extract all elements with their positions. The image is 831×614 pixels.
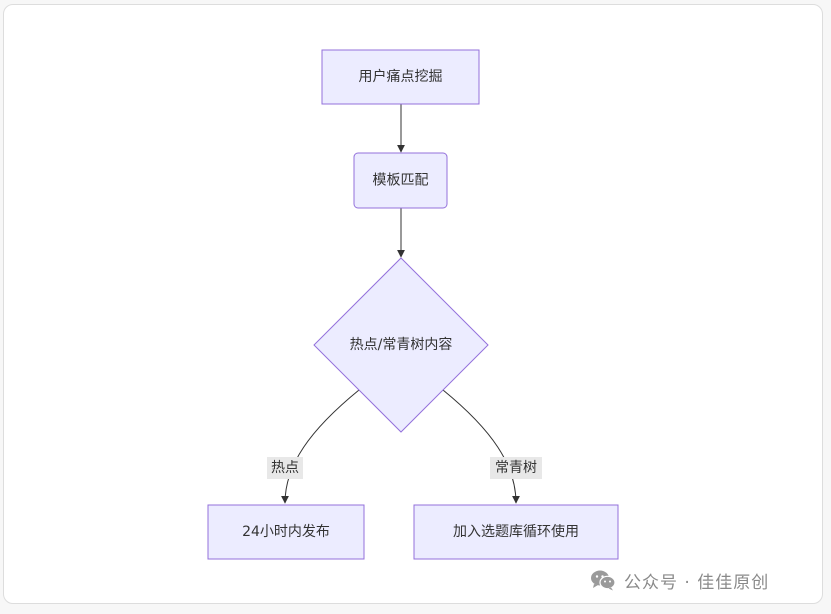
node-template-match-label: 模板匹配 <box>373 173 429 189</box>
node-decision-label: 热点/常青树内容 <box>350 336 453 353</box>
watermark-text: 公众号 · 佳佳原创 <box>624 572 770 593</box>
edge-label-hot: 热点 <box>267 457 303 479</box>
edge-decision-to-library <box>442 389 520 504</box>
node-topic-library-label: 加入选题库循环使用 <box>453 523 579 540</box>
wechat-icon <box>591 570 616 591</box>
node-pain-point: 用户痛点挖掘 <box>321 49 480 105</box>
edge-decision-to-publish <box>281 389 360 504</box>
edge-label-hot-text: 热点 <box>271 460 299 476</box>
edge-label-evergreen: 常青树 <box>490 457 542 479</box>
node-publish-24h: 24小时内发布 <box>207 504 365 560</box>
node-template-match: 模板匹配 <box>353 152 448 209</box>
node-pain-point-label: 用户痛点挖掘 <box>359 68 443 85</box>
node-decision: 热点/常青树内容 <box>313 257 489 433</box>
node-topic-library: 加入选题库循环使用 <box>413 504 619 560</box>
watermark: 公众号 · 佳佳原创 <box>590 566 769 594</box>
node-publish-24h-label: 24小时内发布 <box>242 524 330 540</box>
edge-label-evergreen-text: 常青树 <box>495 460 537 476</box>
